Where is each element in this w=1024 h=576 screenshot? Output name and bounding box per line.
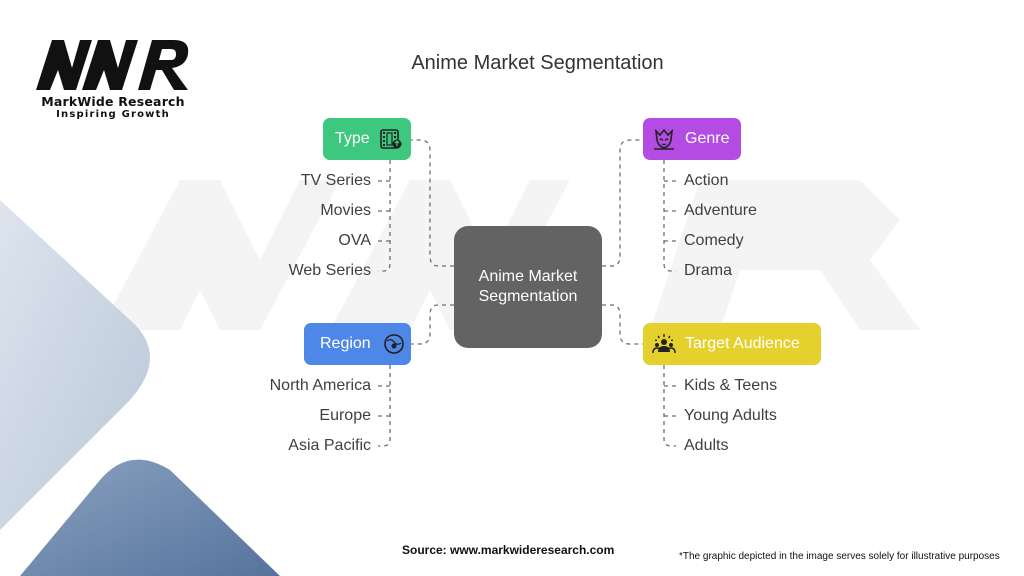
connector-audience-items (663, 365, 676, 447)
genre-item: Drama (684, 262, 733, 279)
globe-icon (381, 331, 407, 357)
genre-item: Action (684, 172, 729, 189)
connector-genre-items (663, 160, 676, 272)
connector-region-items (378, 365, 391, 447)
light-panel (0, 200, 150, 530)
center-node: Anime Market Segmentation (454, 226, 602, 348)
audience-item: Kids & Teens (684, 377, 778, 394)
dark-panel (20, 459, 280, 576)
category-genre: Genre (643, 118, 741, 160)
center-node-line-1: Anime Market (478, 268, 578, 285)
logo-tagline: Inspiring Growth (56, 109, 170, 120)
disclaimer-note: *The graphic depicted in the image serve… (679, 551, 1000, 562)
region-item: North America (269, 377, 371, 394)
category-type-label: Type (335, 130, 370, 147)
connector-center-genre (602, 139, 643, 267)
region-item: Europe (319, 407, 371, 424)
logo-company-name: MarkWide Research (41, 94, 185, 109)
category-region-label: Region (320, 335, 371, 352)
mwr-logo-mark (36, 40, 189, 90)
category-region: Region (304, 323, 411, 365)
company-logo: MarkWide Research Inspiring Growth (28, 38, 198, 124)
connector-center-region (411, 304, 454, 345)
page-title: Anime Market Segmentation (411, 52, 664, 74)
audience-icon (651, 331, 677, 357)
category-target-audience: Target Audience (643, 323, 821, 365)
category-genre-label: Genre (685, 130, 730, 147)
genre-item: Comedy (684, 232, 744, 249)
connector-center-type (411, 139, 454, 267)
audience-item: Adults (684, 437, 729, 454)
type-item: Web Series (288, 262, 371, 279)
region-item: Asia Pacific (288, 437, 371, 454)
audience-item: Young Adults (684, 407, 777, 424)
film-icon (378, 126, 404, 152)
mask-icon (651, 126, 677, 152)
genre-item: Adventure (684, 202, 757, 219)
center-node-line-2: Segmentation (478, 288, 578, 305)
type-item: TV Series (300, 172, 371, 189)
category-target-audience-label: Target Audience (685, 335, 800, 352)
type-item: Movies (320, 202, 371, 219)
connector-center-audience (602, 304, 643, 345)
type-item: OVA (338, 232, 371, 249)
source-credit: Source: www.markwideresearch.com (402, 543, 615, 557)
category-type: Type (323, 118, 411, 160)
